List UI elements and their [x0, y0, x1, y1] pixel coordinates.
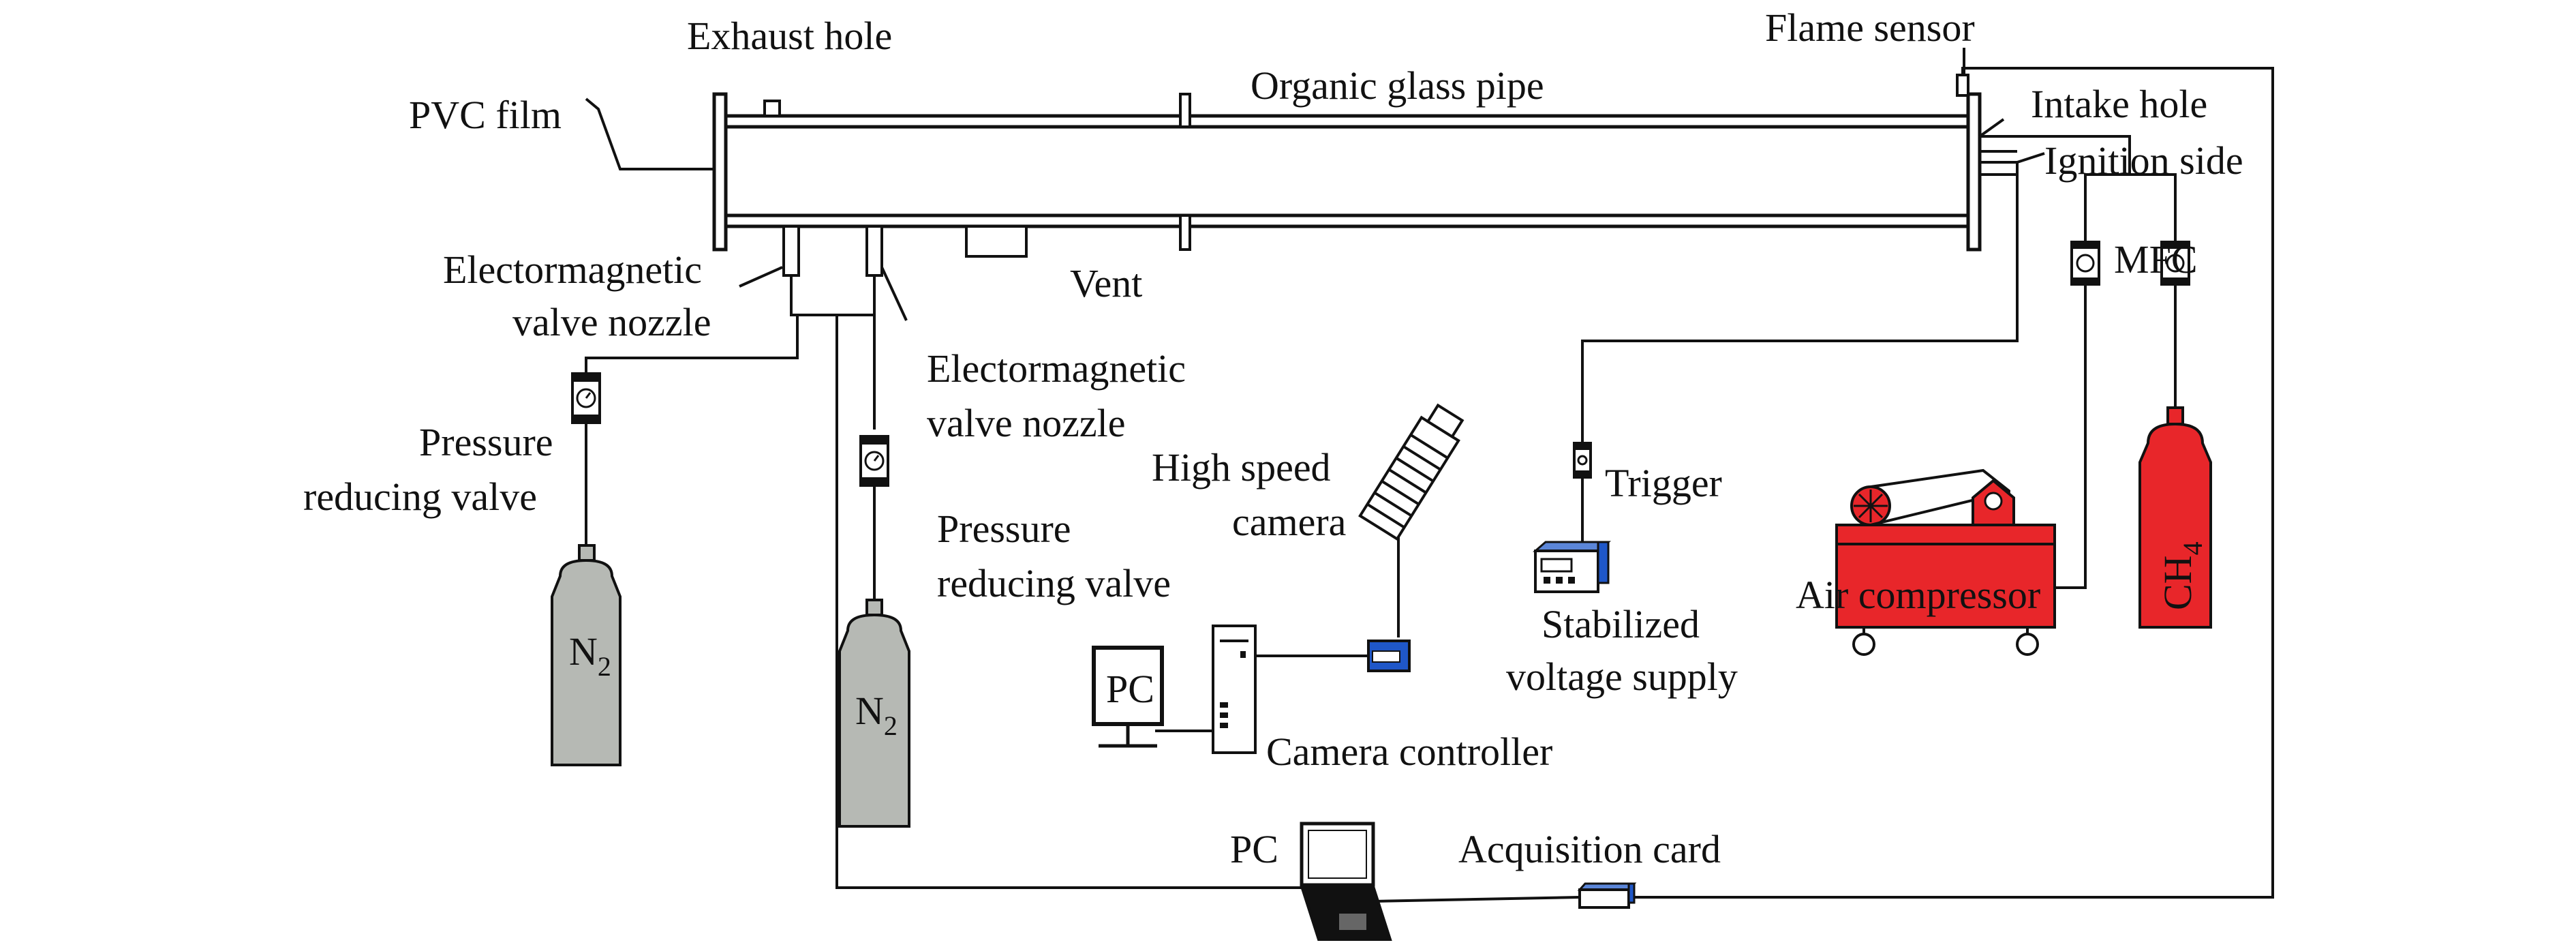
- high-speed-camera-label-line1: High speed: [1152, 445, 1331, 490]
- prv-left-label-line2: reducing valve: [303, 475, 537, 519]
- n2-cylinder-left: [551, 544, 622, 766]
- flame-sensor-label: Flame sensor: [1765, 5, 1975, 50]
- prv-left-label-line1: Pressure: [419, 420, 553, 464]
- n2-left-label: N2: [569, 629, 611, 682]
- acquisition-card-label: Acquisition card: [1458, 827, 1721, 871]
- voltage-supply-label-line2: voltage supply: [1506, 655, 1738, 699]
- camera-controller-label: Camera controller: [1266, 730, 1552, 774]
- high-speed-camera-icon: [1358, 403, 1465, 541]
- stabilized-voltage-supply: [1532, 541, 1612, 593]
- valve-nozzle-left-label-line2: valve nozzle: [512, 300, 711, 344]
- flame-sensor: [1956, 74, 1969, 97]
- camera-controller: [1212, 625, 1257, 754]
- prv-right-label-line1: Pressure: [937, 507, 1071, 551]
- acquisition-card: [1577, 882, 1637, 909]
- ignition-side-label: Ignition side: [2044, 138, 2243, 183]
- valve-nozzle-right: [865, 225, 883, 277]
- organic-glass-pipe: [585, 74, 2017, 277]
- n2-cylinder-right: [838, 599, 910, 828]
- valve-nozzle-right-label-line2: valve nozzle: [927, 401, 1125, 445]
- valve-nozzle-left: [782, 225, 800, 277]
- n2-right-label: N2: [855, 689, 898, 741]
- exhaust-hole-label: Exhaust hole: [687, 14, 892, 58]
- organic-glass-pipe-label: Organic glass pipe: [1251, 63, 1544, 108]
- pvc-film-label: PVC film: [409, 93, 562, 137]
- mfc-label: MFC: [2114, 237, 2198, 282]
- vent-label: Vent: [1070, 261, 1142, 305]
- right-flange: [1966, 92, 1982, 252]
- exhaust-hole: [763, 100, 781, 117]
- pressure-gauge-icon: [571, 372, 601, 424]
- laptop-icon: [1300, 822, 1392, 941]
- air-compressor-label: Air compressor: [1796, 573, 2040, 617]
- intake-hole-label: Intake hole: [2031, 82, 2207, 126]
- connection-lines: [585, 48, 2274, 903]
- desktop-pc-icon: [1092, 646, 1164, 748]
- middle-flange-top: [1179, 93, 1191, 128]
- prv-right-label-line2: reducing valve: [937, 561, 1171, 605]
- pressure-gauge-icon: [2160, 241, 2190, 286]
- valve-nozzle-right-label-line1: Electormagnetic: [927, 346, 1186, 391]
- valve-nozzle-left-label-line1: Electormagnetic: [443, 247, 702, 292]
- high-speed-camera-label-line2: camera: [1232, 500, 1346, 544]
- ch4-label: CH4: [2156, 541, 2208, 610]
- air-compressor-icon: [1835, 468, 2056, 656]
- voltage-supply-label-line1: Stabilized: [1542, 602, 1700, 646]
- pressure-gauge-icon: [2070, 241, 2100, 286]
- laptop-pc-label: PC: [1230, 827, 1278, 871]
- desktop-pc-label: PC: [1106, 667, 1154, 711]
- camera-interface-box: [1367, 640, 1411, 672]
- left-flange: [712, 92, 728, 252]
- trigger-label: Trigger: [1605, 461, 1722, 505]
- pressure-gauge-icon: [859, 435, 889, 487]
- pvc-film-leader: [585, 97, 714, 170]
- trigger-switch-icon: [1573, 442, 1592, 479]
- middle-flange-bottom: [1179, 214, 1191, 251]
- ch4-cylinder: [2138, 406, 2212, 629]
- vent: [965, 225, 1028, 258]
